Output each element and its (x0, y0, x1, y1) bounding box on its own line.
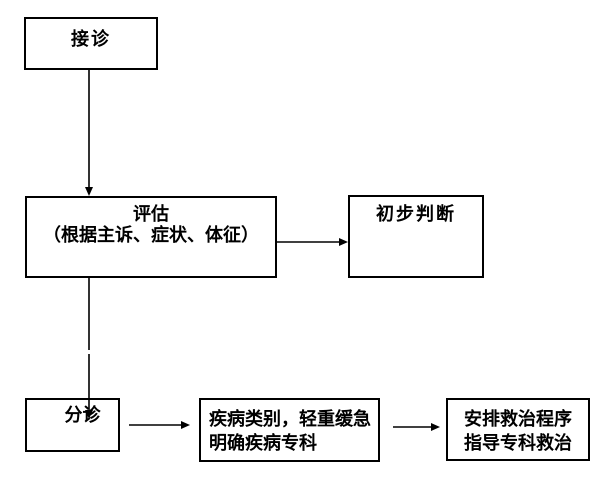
arrowhead-right-icon (339, 238, 348, 246)
arrowhead-right-icon (181, 421, 190, 429)
node-preliminary-judgment: 初步判断 (348, 195, 484, 278)
node-preliminary-judgment-label: 初步判断 (376, 204, 456, 224)
edge-assessment-to-preliminary-judgment (277, 238, 348, 246)
arrowhead-right-icon (431, 423, 440, 431)
node-disease-category-line2: 明确疾病专科 (209, 433, 317, 453)
node-reception: 接诊 (24, 17, 158, 70)
node-assessment-line1: 评估 (133, 204, 169, 224)
node-treatment-line1: 安排救治程序 (464, 409, 572, 429)
edge-disease-category-to-treatment (393, 423, 440, 431)
node-treatment-line2: 指导专科救治 (464, 433, 572, 453)
node-triage: 分诊 (25, 398, 120, 452)
edge-triage-to-disease-category (129, 421, 190, 429)
arrowhead-down-icon (85, 187, 93, 196)
node-disease-category: 疾病类别，轻重缓急 明确疾病专科 (199, 398, 380, 462)
node-triage-label: 分诊 (64, 405, 101, 425)
node-treatment: 安排救治程序 指导专科救治 (446, 398, 590, 461)
node-reception-label: 接诊 (71, 29, 111, 49)
edge-reception-to-assessment (85, 70, 93, 196)
node-assessment-line2: （根据主诉、症状、体征） (43, 225, 259, 245)
node-disease-category-line1: 疾病类别，轻重缓急 (209, 409, 371, 429)
node-assessment: 评估 （根据主诉、症状、体征） (25, 196, 277, 278)
